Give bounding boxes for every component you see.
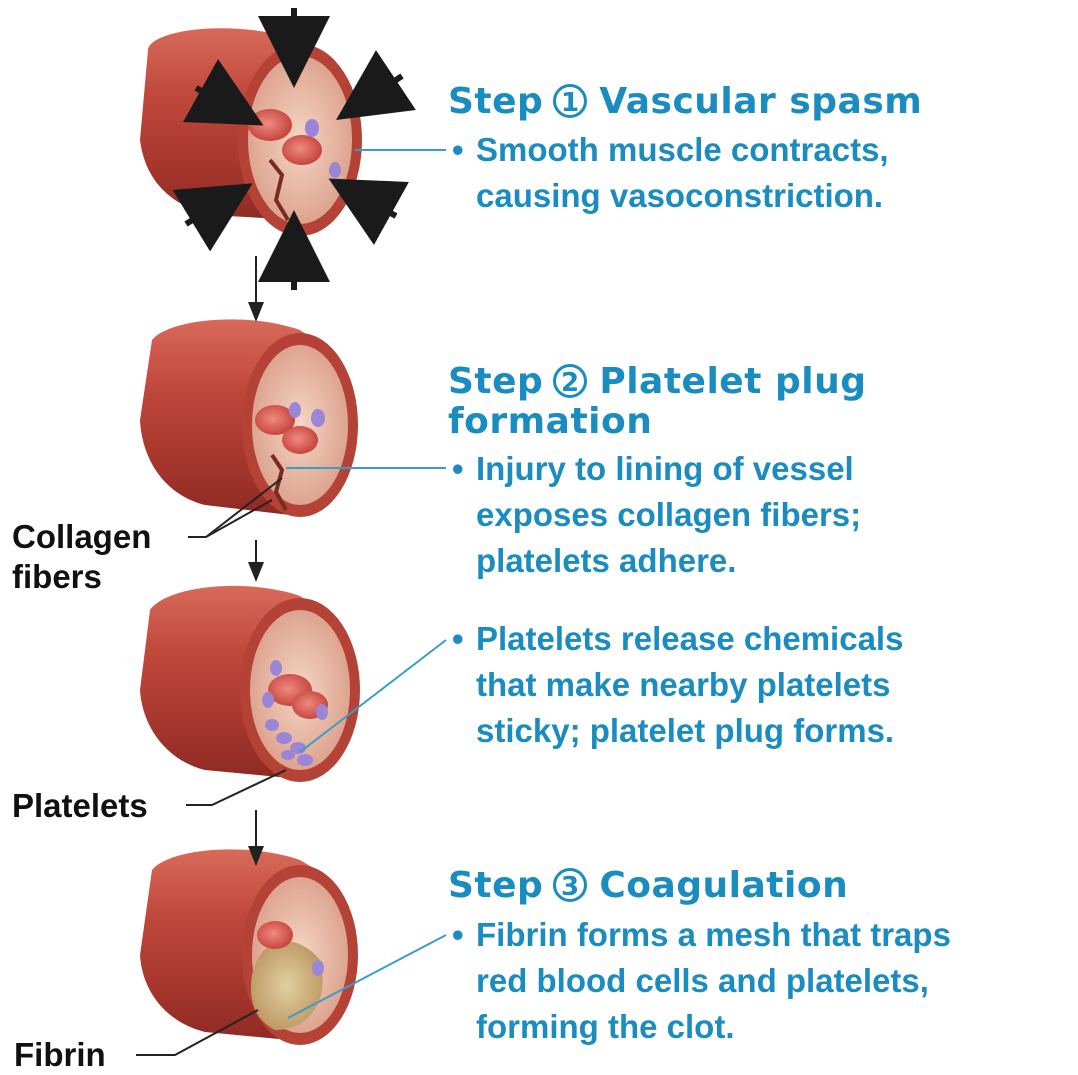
step-3-number: 3 <box>553 868 587 902</box>
step-3-bullet-line-1: Fibrin forms a mesh that traps <box>476 916 951 953</box>
fibrin-label: Fibrin <box>14 1035 106 1075</box>
step-2-title-line-2: formation <box>448 402 866 442</box>
step-1-title: Vascular spasm <box>599 81 922 122</box>
collagen-label-line-2: fibers <box>12 557 151 597</box>
step-2-bullet-2-line-3: sticky; platelet plug forms. <box>452 708 903 754</box>
step-1-bullet: •Smooth muscle contracts, causing vasoco… <box>452 127 889 219</box>
vessel-2-collagen <box>140 319 358 517</box>
collagen-fibers-label: Collagen fibers <box>12 517 151 597</box>
step-3-bullet-line-2: red blood cells and platelets, <box>452 958 951 1004</box>
step-3-word: Step <box>448 865 543 906</box>
step-2-title: Platelet plug <box>599 361 866 402</box>
step-2-bullet-1: •Injury to lining of vessel exposes coll… <box>452 446 861 584</box>
vessel-3-platelet-plug <box>140 586 360 782</box>
step-3-title: Coagulation <box>599 865 848 906</box>
step-3-bullet-line-3: forming the clot. <box>452 1004 951 1050</box>
platelets-label: Platelets <box>12 786 148 826</box>
step-2-heading: Step 2 Platelet plug formation <box>448 362 866 442</box>
step-1-bullet-line-1: Smooth muscle contracts, <box>476 131 889 168</box>
step-2-word: Step <box>448 361 543 402</box>
step-1-heading: Step 1 Vascular spasm <box>448 82 922 122</box>
step-2-number: 2 <box>553 364 587 398</box>
step-2-bullet-2-line-2: that make nearby platelets <box>452 662 903 708</box>
step-2-bullet-2-line-1: Platelets release chemicals <box>476 620 903 657</box>
step-1-word: Step <box>448 81 543 122</box>
collagen-label-line-1: Collagen <box>12 517 151 557</box>
step-2-bullet-1-line-3: platelets adhere. <box>452 538 861 584</box>
step-1-number: 1 <box>553 84 587 118</box>
vessel-1-spasm <box>140 28 362 236</box>
step-3-bullet: •Fibrin forms a mesh that traps red bloo… <box>452 912 951 1050</box>
step-1-bullet-line-2: causing vasoconstriction. <box>452 173 889 219</box>
step-2-bullet-1-line-1: Injury to lining of vessel <box>476 450 854 487</box>
step-2-bullet-2: •Platelets release chemicals that make n… <box>452 616 903 754</box>
step-2-bullet-1-line-2: exposes collagen fibers; <box>452 492 861 538</box>
step-3-heading: Step 3 Coagulation <box>448 866 848 906</box>
